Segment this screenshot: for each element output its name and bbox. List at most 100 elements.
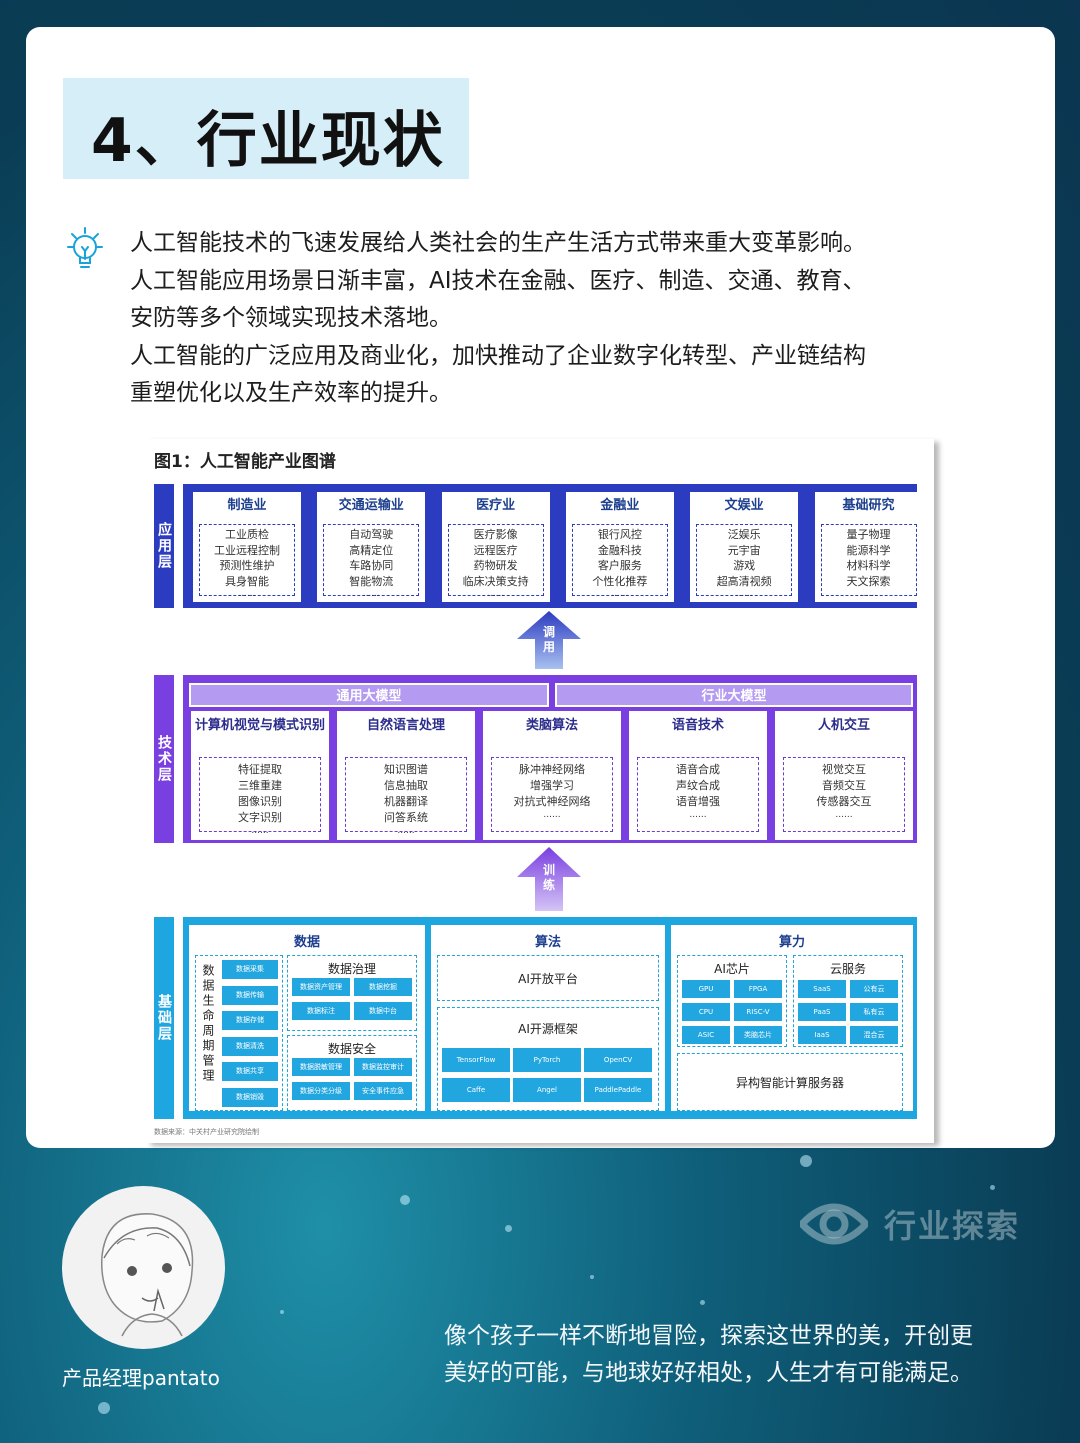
avatar[interactable] [62,1186,225,1349]
framework-chip: Caffe [442,1078,510,1102]
title-box: 4、行业现状 [63,78,469,179]
application-item: 高精定位 [349,543,394,557]
open-platform-label: AI开放平台 [518,972,578,986]
technology-item: 特征提取 [238,763,282,776]
bg-dot [800,1155,812,1167]
governance-chip: 数据资产管理 [292,978,350,996]
application-card-items: 自动驾驶高精定位车路协同智能物流...... [323,524,420,599]
lightbulb-icon [67,227,103,268]
general-model-bar: 通用大模型 [189,683,549,707]
ellipsis: ...... [611,589,629,599]
application-item: 远程医疗 [473,543,518,557]
algorithm-section-title: 算法 [534,935,561,950]
security-box: 数据安全 数据脱敏管理数据监控审计数据分类分级安全事件应急 [287,1035,417,1111]
security-chip: 数据分类分级 [292,1082,350,1100]
application-item: 工业质检 [225,528,269,541]
technology-item: 视觉交互 [822,763,866,776]
figure-source: 数据来源：中关村产业研究院绘制 [154,1128,259,1136]
quote-line: 美好的可能，与地球好好相处，人生才有可能满足。 [444,1360,973,1386]
application-card-title: 金融业 [600,498,640,513]
technology-item: 传感器交互 [816,795,872,808]
bg-dot [505,1225,512,1232]
application-item: 具身智能 [225,574,269,588]
lifecycle-box: 数据生命周期管理 数据采集数据传输数据存储数据清洗数据共享数据销毁 [195,955,283,1111]
application-card: 交通运输业自动驾驶高精定位车路协同智能物流...... [317,492,426,602]
technology-item: 问答系统 [384,811,428,824]
application-item: 个性化推荐 [592,574,648,588]
compute-section-title: 算力 [778,935,805,950]
application-item: 工业远程控制 [214,543,280,557]
arrow-up-icon [517,847,581,911]
bg-dot [400,1195,410,1205]
application-item: 金融科技 [597,543,642,557]
technology-card-title: 语音技术 [671,718,724,733]
framework-title: AI开源框架 [518,1022,578,1036]
lifecycle-chip: 数据销毁 [222,1087,278,1107]
technology-card-items: 视觉交互音频交互传感器交互...... [783,757,905,832]
cloud-chip: 私有云 [850,1003,898,1021]
security-chip: 数据脱敏管理 [292,1058,350,1076]
governance-chip: 数据标注 [292,1002,350,1020]
application-card: 医疗业医疗影像远程医疗药物研发临床决策支持...... [441,492,550,602]
application-card-items: 医疗影像远程医疗药物研发临床决策支持...... [447,524,544,599]
arrow-up-icon [517,611,581,669]
governance-title: 数据治理 [327,962,376,976]
ellipsis: ...... [859,589,878,599]
open-platform-box: AI开放平台 [437,955,659,1001]
technology-card: 类脑算法脉冲神经网络增强学习对抗式神经网络...... [483,711,621,840]
technology-card-items: 语音合成声纹合成语音增强...... [637,757,759,832]
cloud-chip: 混合云 [850,1026,898,1044]
application-card: 金融业银行风控金融科技客户服务个性化推荐...... [565,492,674,602]
lifecycle-chip: 数据共享 [222,1062,278,1081]
technology-card-title: 人机交互 [817,718,870,733]
ai-chip-item: GPU [682,980,730,998]
quote: 像个孩子一样不断地冒险，探索这世界的美，开创更 美好的可能，与地球好好相处，人生… [444,1318,1044,1392]
technology-item: 知识图谱 [384,763,428,776]
technology-item: 语音增强 [676,795,720,808]
security-chip: 数据监控审计 [354,1058,412,1076]
intro-line: 安防等多个领域实现技术落地。 [130,305,452,331]
technology-item: 脉冲神经网络 [519,763,585,776]
quote-line: 像个孩子一样不断地冒险，探索这世界的美，开创更 [444,1323,973,1349]
framework-chip: OpenCV [584,1048,652,1072]
foundation-layer-label-text: 基础层 [156,994,172,1042]
ellipsis: ...... [251,826,269,836]
author-name: 产品经理pantato [62,1366,220,1390]
ellipsis: ...... [238,589,256,599]
page-title: 4、行业现状 [91,106,445,176]
application-item: 天文探索 [846,574,891,588]
intro-text: 人工智能技术的飞速发展给人类社会的生产生活方式带来重大变革影响。 人工智能应用场… [130,225,1010,413]
technology-card-title: 类脑算法 [525,718,578,733]
ai-chip-title: AI芯片 [714,962,750,976]
server-label: 异构智能计算服务器 [735,1076,844,1090]
arrow-train-label: 训练 [542,863,555,892]
ellipsis: ...... [689,810,707,820]
technology-card: 计算机视觉与模式识别特征提取三维重建图像识别文字识别...... [191,711,329,840]
foundation-layer: 数据 数据生命周期管理 数据采集数据传输数据存储数据清洗数据共享数据销毁 数据治… [183,917,917,1119]
application-item: 银行风控 [597,528,642,541]
intro-line: 人工智能技术的飞速发展给人类社会的生产生活方式带来重大变革影响。 [130,230,866,256]
application-card-items: 泛娱乐元宇宙游戏超高清视频...... [696,524,793,599]
application-item: 能源科学 [846,543,891,557]
application-item: 药物研发 [473,559,518,572]
bg-dot [280,1310,284,1314]
application-item: 泛娱乐 [727,528,761,541]
technology-item: 声纹合成 [676,779,720,792]
data-section-title: 数据 [293,935,320,950]
cloud-chip: SaaS [798,980,846,998]
application-item: 医疗影像 [473,528,518,541]
application-layer-label-text: 应用层 [156,522,172,570]
application-card-title: 交通运输业 [338,498,404,513]
framework-chip: PaddlePaddle [584,1078,652,1102]
lifecycle-chip: 数据传输 [222,985,278,1005]
security-chip: 安全事件应急 [354,1082,412,1100]
brand-watermark: 行业探索 [800,1196,1020,1252]
technology-item: 语音合成 [676,763,720,776]
avatar-illustration-icon [101,1213,194,1337]
application-item: 自动驾驶 [349,528,394,541]
intro-line: 重塑优化以及生产效率的提升。 [130,380,452,406]
cloud-chip: PaaS [798,1003,846,1021]
foundation-layer-label: 基础层 [154,917,174,1119]
application-item: 游戏 [733,559,756,572]
